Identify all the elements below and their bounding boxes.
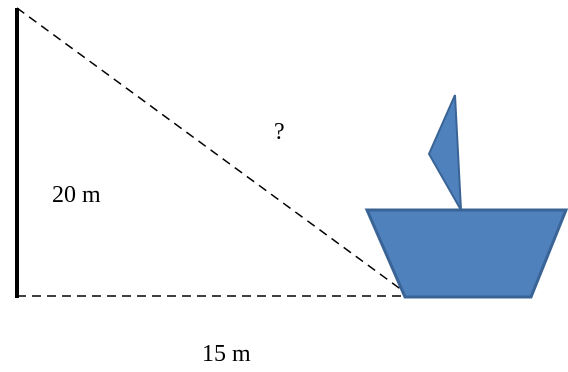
height-label: 20 m <box>52 182 101 208</box>
hypotenuse-label: ? <box>274 119 285 145</box>
sail-shape <box>427 94 462 211</box>
distance-label: 15 m <box>202 341 251 367</box>
boat-hull <box>364 208 568 299</box>
hypotenuse-line <box>16 7 411 297</box>
